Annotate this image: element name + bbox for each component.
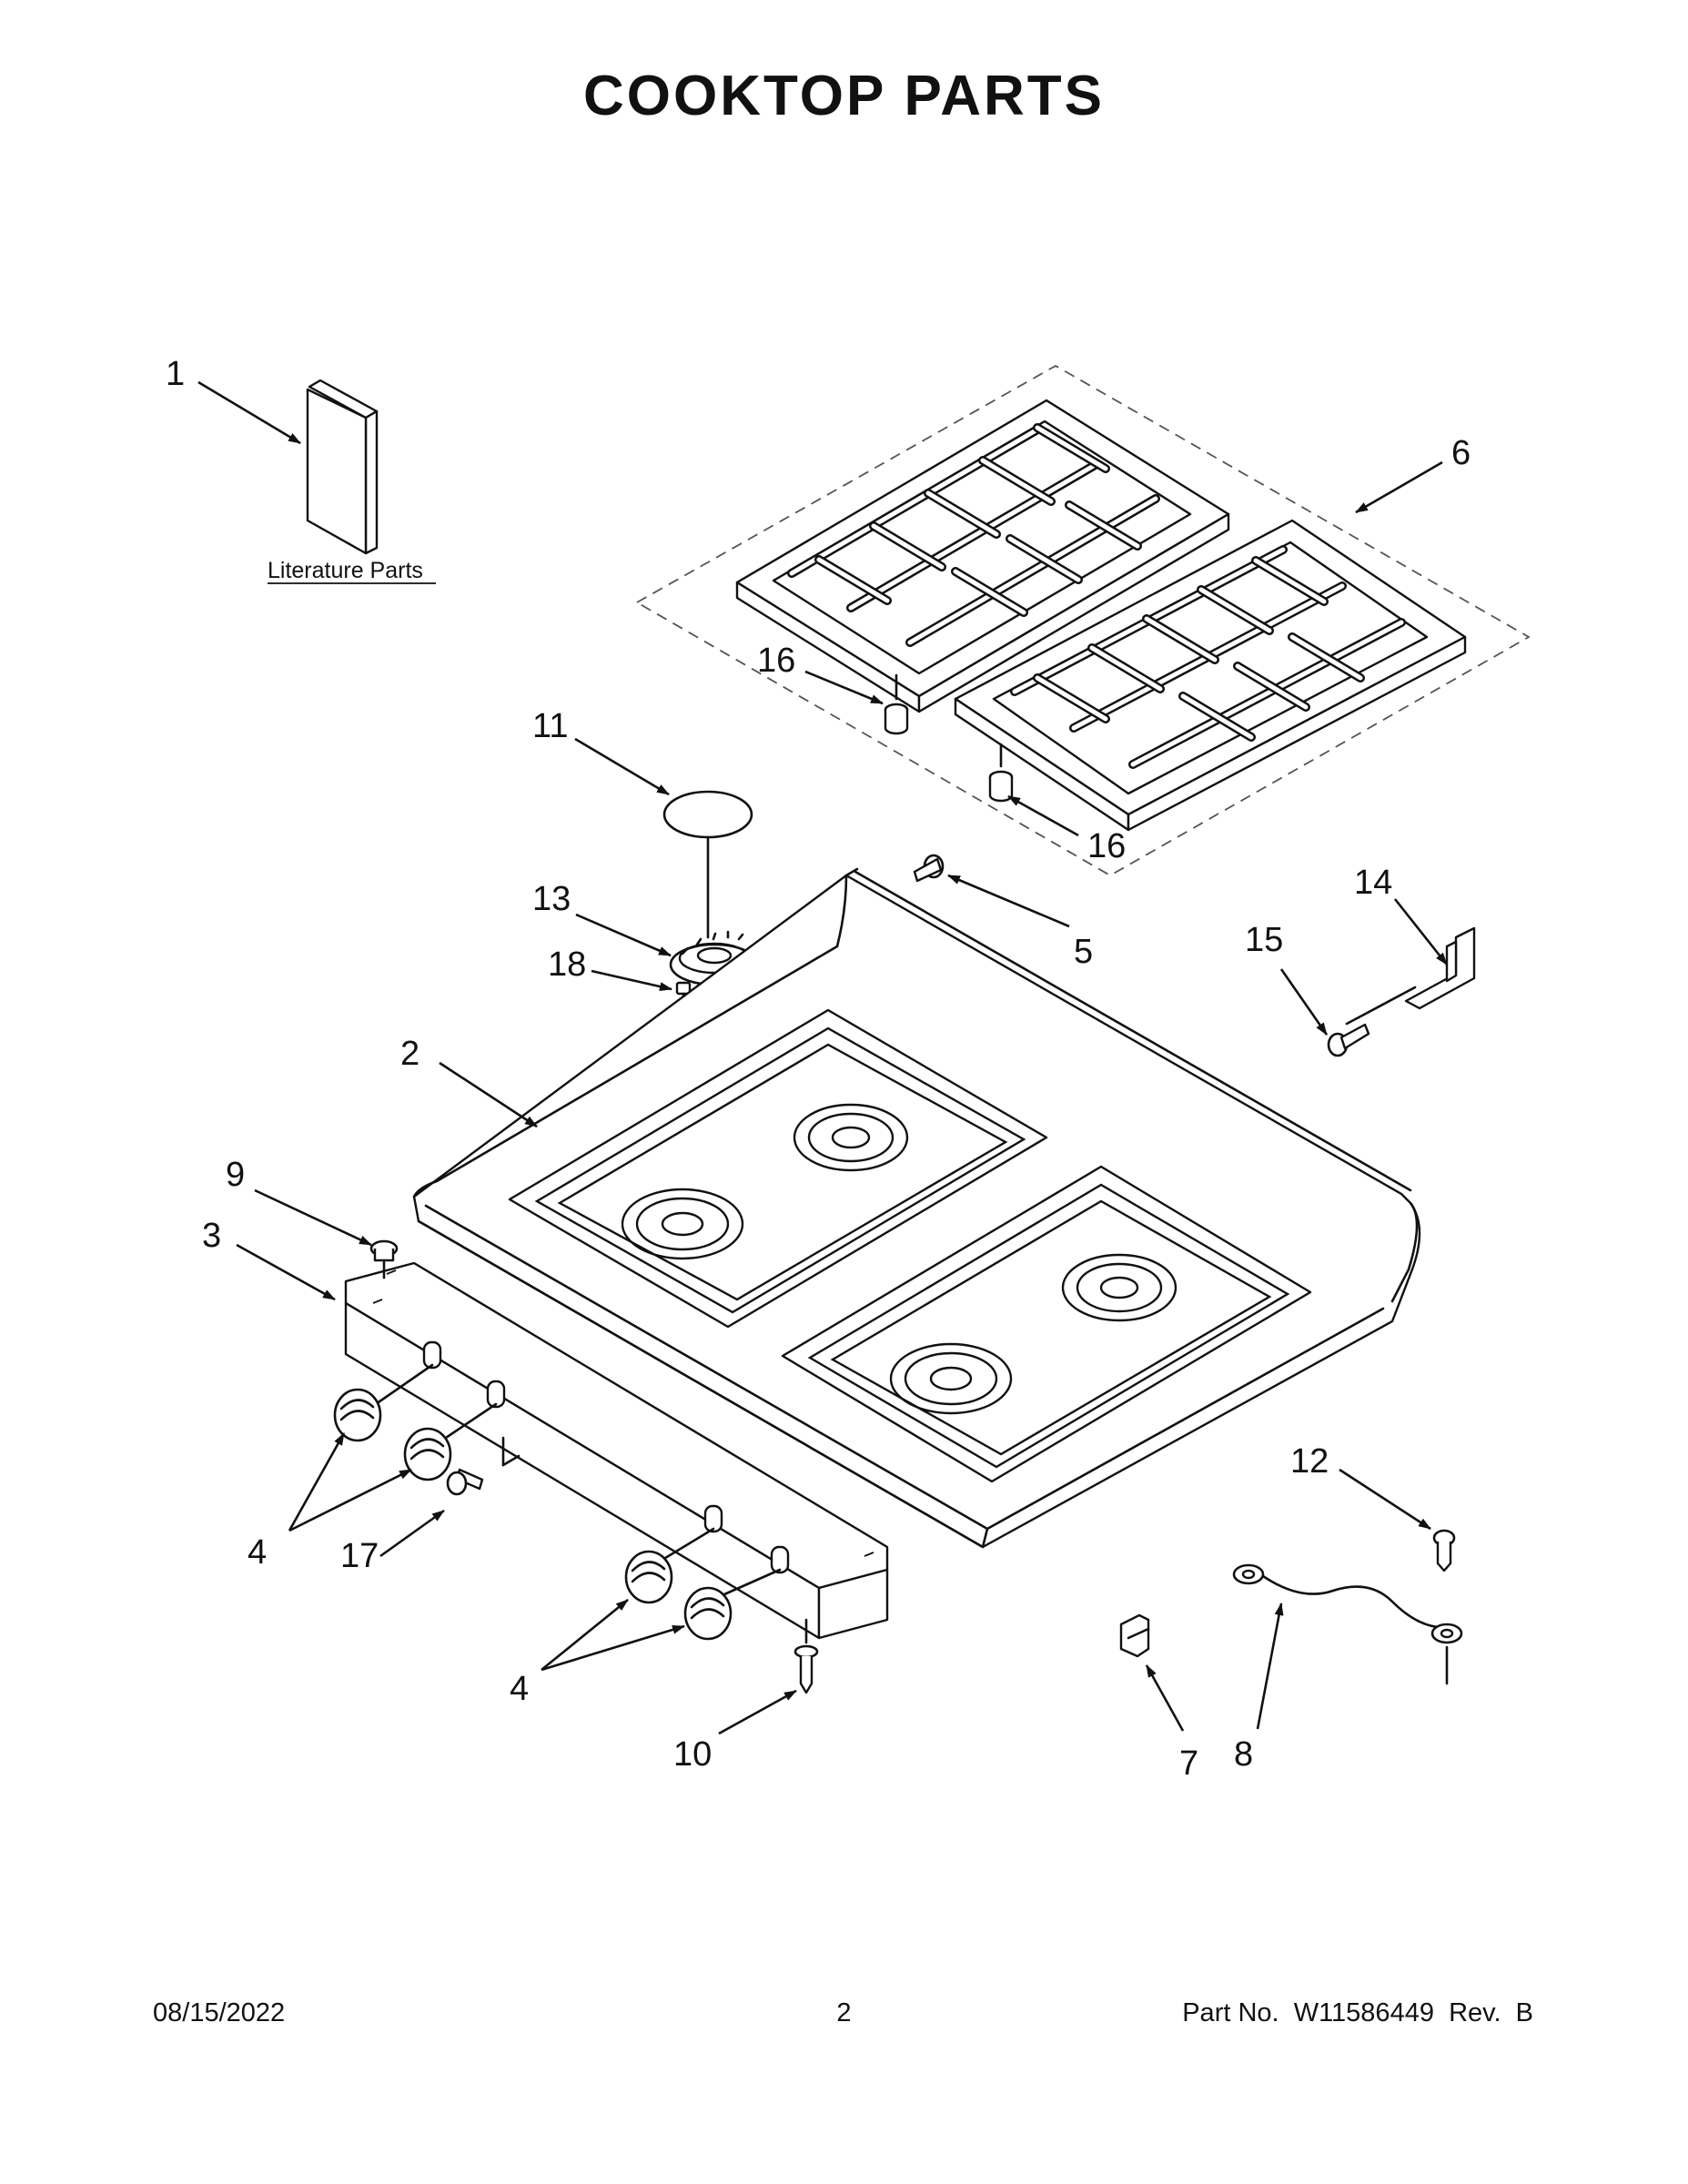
callout-11: 11 bbox=[532, 707, 568, 745]
igniter-bracket bbox=[1345, 926, 1476, 1026]
footer-page-number: 2 bbox=[836, 1998, 852, 2027]
burner-cap bbox=[662, 790, 753, 839]
callout-3: 3 bbox=[202, 1217, 221, 1255]
right-grate bbox=[954, 519, 1467, 832]
control-knob-2 bbox=[403, 1427, 452, 1481]
ground-wire bbox=[1232, 1563, 1463, 1685]
callout-2: 2 bbox=[400, 1035, 419, 1073]
control-knob-4 bbox=[683, 1586, 733, 1641]
left-grate bbox=[735, 399, 1230, 713]
literature-parts-label: Literature Parts bbox=[268, 558, 423, 583]
manifold-screw bbox=[446, 1468, 484, 1496]
page-title: COOKTOP PARTS bbox=[583, 65, 1105, 127]
footer-part-number: Part No. W11586449 Rev. B bbox=[1182, 1998, 1533, 2027]
cooktop-screw bbox=[913, 854, 945, 883]
grate-foot-right bbox=[988, 743, 1014, 803]
literature-manual-icon bbox=[306, 379, 379, 555]
callout-16-right: 16 bbox=[1087, 827, 1126, 865]
burner-rear-left bbox=[793, 1103, 909, 1172]
callout-8: 8 bbox=[1234, 1735, 1253, 1774]
callout-15: 15 bbox=[1245, 921, 1283, 959]
panel-screw-bottom bbox=[793, 1618, 819, 1694]
callout-13: 13 bbox=[532, 880, 571, 918]
burner-rear-right bbox=[1061, 1253, 1178, 1322]
control-knob-3 bbox=[624, 1550, 673, 1604]
callout-6: 6 bbox=[1451, 434, 1471, 472]
manifold-panel bbox=[344, 1261, 889, 1640]
callout-17: 17 bbox=[340, 1537, 379, 1575]
callout-18: 18 bbox=[548, 945, 586, 984]
callout-4-left: 4 bbox=[248, 1533, 267, 1572]
ground-screw bbox=[1432, 1529, 1456, 1572]
knob-shaft-lines bbox=[371, 1363, 782, 1603]
control-knob-1 bbox=[333, 1388, 382, 1442]
callout-14: 14 bbox=[1354, 864, 1392, 902]
callout-1: 1 bbox=[166, 355, 185, 393]
wire-clip bbox=[1119, 1613, 1150, 1658]
callout-9: 9 bbox=[226, 1156, 245, 1194]
footer-date: 08/15/2022 bbox=[153, 1998, 286, 2027]
leader-lines bbox=[197, 380, 1449, 1735]
callout-10: 10 bbox=[673, 1735, 712, 1774]
cooktop-panel bbox=[412, 867, 1421, 1549]
callout-5: 5 bbox=[1074, 933, 1093, 971]
panel-screw-top bbox=[369, 1239, 399, 1279]
grate-foot-left bbox=[884, 673, 909, 735]
burner-front-right bbox=[889, 1342, 1013, 1415]
grates-dashed-outline bbox=[635, 364, 1531, 877]
burner-front-left bbox=[621, 1188, 744, 1260]
callout-4-right: 4 bbox=[510, 1670, 529, 1708]
igniter-screw bbox=[1327, 1023, 1370, 1057]
callout-7: 7 bbox=[1179, 1744, 1198, 1783]
callout-16-left: 16 bbox=[757, 642, 795, 680]
callout-12: 12 bbox=[1290, 1442, 1329, 1481]
